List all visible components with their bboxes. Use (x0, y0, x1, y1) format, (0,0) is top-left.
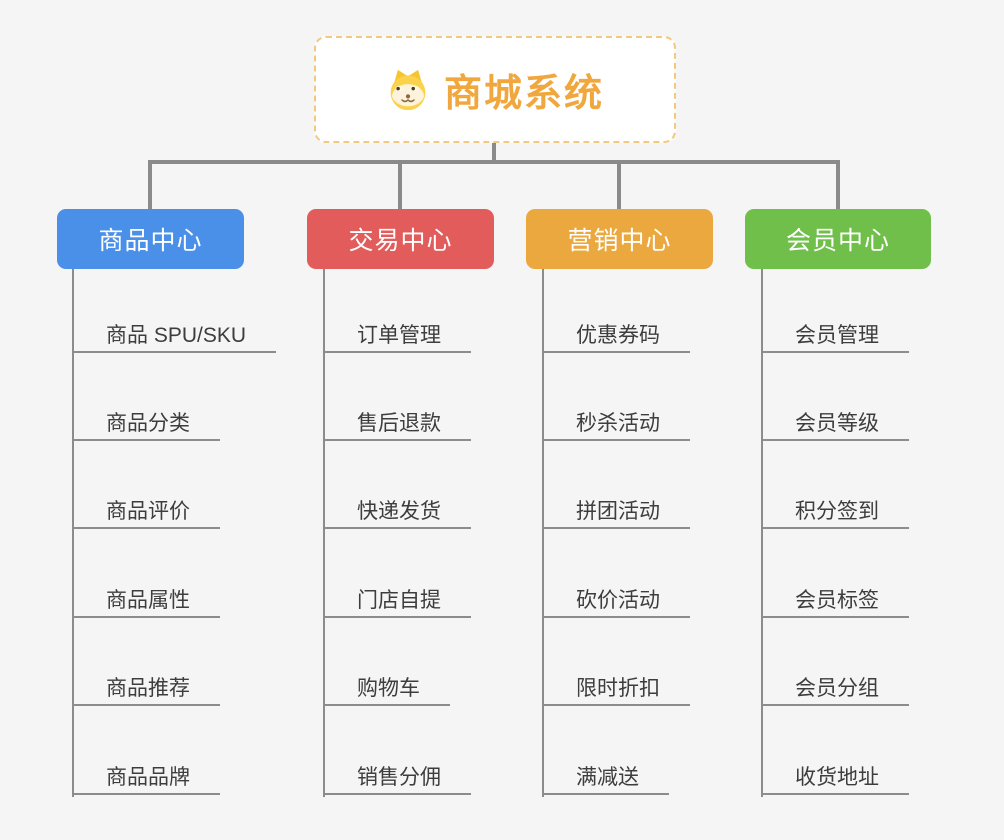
branch-header-product-center[interactable]: 商品中心 (57, 209, 244, 269)
leaf-node[interactable]: 商品分类 (72, 409, 220, 441)
connector-bus (148, 160, 840, 164)
leaf-node[interactable]: 拼团活动 (542, 497, 690, 529)
branch-spine-3 (542, 269, 544, 797)
leaf-node[interactable]: 限时折扣 (542, 674, 690, 706)
leaf-node[interactable]: 订单管理 (323, 321, 471, 353)
leaf-node[interactable]: 门店自提 (323, 586, 471, 618)
connector-drop-4 (836, 160, 840, 210)
leaf-node[interactable]: 会员标签 (761, 586, 909, 618)
branch-header-marketing-center[interactable]: 营销中心 (526, 209, 713, 269)
leaf-node[interactable]: 商品评价 (72, 497, 220, 529)
leaf-node[interactable]: 销售分佣 (323, 763, 471, 795)
branch-spine-2 (323, 269, 325, 797)
leaf-node[interactable]: 商品 SPU/SKU (72, 321, 277, 353)
connector-root-stub (492, 141, 496, 162)
root-node[interactable]: 商城系统 (314, 36, 676, 143)
connector-drop-1 (148, 160, 152, 210)
leaf-node[interactable]: 优惠券码 (542, 321, 690, 353)
connector-drop-3 (617, 160, 621, 210)
branch-spine-1 (72, 269, 74, 797)
leaf-node[interactable]: 购物车 (323, 674, 450, 706)
branch-header-trade-center[interactable]: 交易中心 (307, 209, 494, 269)
root-title: 商城系统 (443, 73, 604, 115)
branch-spine-4 (761, 269, 763, 797)
leaf-node[interactable]: 满减送 (542, 763, 669, 795)
leaf-node[interactable]: 会员等级 (761, 409, 909, 441)
leaf-node[interactable]: 快递发货 (323, 497, 471, 529)
leaf-node[interactable]: 商品品牌 (72, 763, 220, 795)
leaf-node[interactable]: 砍价活动 (542, 586, 690, 618)
leaf-node[interactable]: 商品推荐 (72, 674, 220, 706)
leaf-node[interactable]: 商品属性 (72, 586, 220, 618)
branch-header-member-center[interactable]: 会员中心 (745, 209, 931, 269)
connector-drop-2 (398, 160, 402, 210)
leaf-node[interactable]: 积分签到 (761, 497, 909, 529)
dog-face-icon (386, 68, 430, 112)
leaf-node[interactable]: 会员管理 (761, 321, 909, 353)
leaf-node[interactable]: 会员分组 (761, 674, 909, 706)
leaf-node[interactable]: 秒杀活动 (542, 409, 690, 441)
leaf-node[interactable]: 收货地址 (761, 763, 909, 795)
leaf-node[interactable]: 售后退款 (323, 409, 471, 441)
